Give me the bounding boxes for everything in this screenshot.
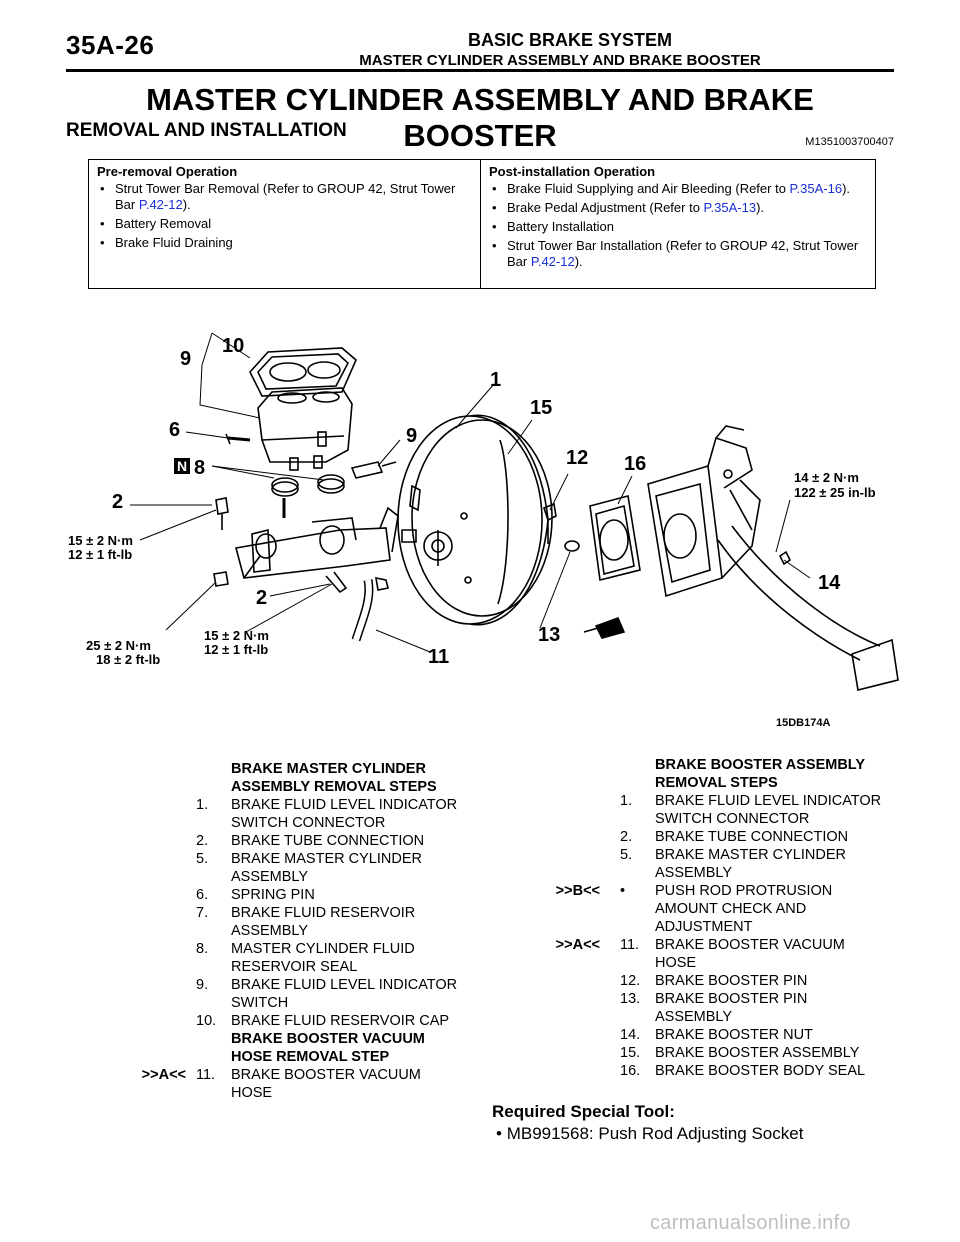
steps-heading: BRAKE BOOSTER ASSEMBLY [655, 757, 866, 773]
table-divider [480, 160, 481, 288]
callout-14: 14 [818, 572, 841, 594]
callout-7: 9 [180, 348, 191, 370]
page-ref-link[interactable]: P.35A-16 [789, 181, 843, 196]
post-install-item: Brake Pedal Adjustment (Refer to P.35A-1… [489, 200, 869, 216]
pre-removal-item: Battery Removal [97, 216, 477, 232]
callout-1: 1 [490, 369, 501, 391]
step-item: 2.BRAKE TUBE CONNECTION [620, 829, 849, 845]
pre-removal-heading: Pre-removal Operation [97, 164, 238, 179]
callout-10: 10 [222, 335, 244, 357]
step-item: 12.BRAKE BOOSTER PIN [620, 973, 808, 989]
pre-removal-item: Strut Tower Bar Removal (Refer to GROUP … [97, 181, 477, 213]
callout-8: 8 [194, 457, 205, 479]
torque-label: 18 ± 2 ft-lb [96, 652, 160, 667]
pedal-bracket-drawing [647, 425, 761, 598]
master-cylinder-drawing [235, 506, 399, 579]
callout-11: 11 [428, 646, 449, 668]
step-item: 10.BRAKE FLUID RESERVOIR CAP [196, 1013, 450, 1029]
document-code: M1351003700407 [805, 136, 894, 148]
new-part-badge-label: N [177, 458, 187, 474]
post-install-column: Post-installation Operation Brake Fluid … [489, 164, 869, 273]
callout-12: 12 [566, 447, 588, 469]
figure-id: 15DB174A [776, 717, 830, 729]
callout-6: 6 [169, 419, 180, 441]
booster-seal-drawing [589, 495, 641, 581]
torque-label: 122 ± 25 in-lb [794, 485, 876, 500]
section-title: BASIC BRAKE SYSTEM [467, 30, 673, 50]
exploded-diagram: 9 10 6 8 9 2 1 15 12 16 14 13 11 2 N 15 … [68, 332, 899, 729]
torque-label: 15 ± 2 N·m [68, 533, 133, 548]
post-install-item: Strut Tower Bar Installation (Refer to G… [489, 238, 869, 270]
torque-label: 12 ± 1 ft-lb [204, 642, 268, 657]
watermark: carmanualsonline.info [650, 1212, 851, 1234]
header-rule [66, 69, 894, 72]
subsection-title: MASTER CYLINDER ASSEMBLY AND BRAKE BOOST… [359, 52, 761, 69]
post-install-item: Brake Fluid Supplying and Air Bleeding (… [489, 181, 869, 197]
steps-heading: BRAKE MASTER CYLINDER [231, 761, 426, 777]
callout-2a: 2 [112, 491, 123, 513]
brake-pedal-drawing [717, 525, 899, 691]
torque-label: 25 ± 2 N·m [86, 638, 151, 653]
torque-label: 12 ± 1 ft-lb [68, 547, 132, 562]
procedure-subtitle: REMOVAL AND INSTALLATION [66, 120, 347, 141]
page-ref-link[interactable]: P.42-12 [530, 254, 575, 269]
pre-removal-item: Brake Fluid Draining [97, 235, 477, 251]
step-item: 15.BRAKE BOOSTER ASSEMBLY [620, 1045, 860, 1061]
new-part-badge [174, 458, 190, 474]
master-cylinder-steps: BRAKE MASTER CYLINDER ASSEMBLY REMOVAL S… [141, 760, 496, 1102]
brake-booster-steps: BRAKE BOOSTER ASSEMBLY REMOVAL STEPS 1.B… [555, 756, 920, 1080]
step-item: 16.BRAKE BOOSTER BODY SEAL [620, 1063, 866, 1079]
page-number: 35A-26 [66, 30, 155, 60]
reservoir-cap-drawing [249, 347, 357, 397]
callout-13: 13 [538, 624, 560, 646]
steps-heading: REMOVAL STEPS [655, 775, 778, 791]
pre-removal-column: Pre-removal Operation Strut Tower Bar Re… [97, 164, 477, 254]
reservoir-drawing [257, 387, 353, 471]
operations-table: Pre-removal Operation Strut Tower Bar Re… [88, 159, 876, 289]
torque-label: 15 ± 2 N·m [204, 628, 269, 643]
callout-16: 16 [624, 453, 646, 475]
step-item: 2.BRAKE TUBE CONNECTION [196, 833, 425, 849]
special-tool-item: • MB991568: Push Rod Adjusting Socket [496, 1124, 804, 1143]
steps-heading: ASSEMBLY REMOVAL STEPS [231, 779, 437, 795]
page-title: MASTER CYLINDER ASSEMBLY AND BRAKE BOOST… [146, 82, 814, 153]
special-tool-heading: Required Special Tool: [492, 1102, 675, 1121]
callout-15: 15 [530, 397, 552, 419]
step-item: 6.SPRING PIN [196, 887, 315, 903]
post-install-heading: Post-installation Operation [489, 164, 656, 179]
steps-heading: BRAKE BOOSTER VACUUM [231, 1031, 425, 1047]
brake-booster-drawing [397, 414, 553, 626]
callout-9: 9 [406, 425, 417, 447]
steps-heading: HOSE REMOVAL STEP [231, 1049, 390, 1065]
post-install-item: Battery Installation [489, 219, 869, 235]
torque-label: 14 ± 2 N·m [794, 470, 859, 485]
page-ref-link[interactable]: P.42-12 [138, 197, 183, 212]
step-item: 14.BRAKE BOOSTER NUT [620, 1027, 813, 1043]
page-ref-link[interactable]: P.35A-13 [703, 200, 757, 215]
callout-2b: 2 [256, 587, 267, 609]
